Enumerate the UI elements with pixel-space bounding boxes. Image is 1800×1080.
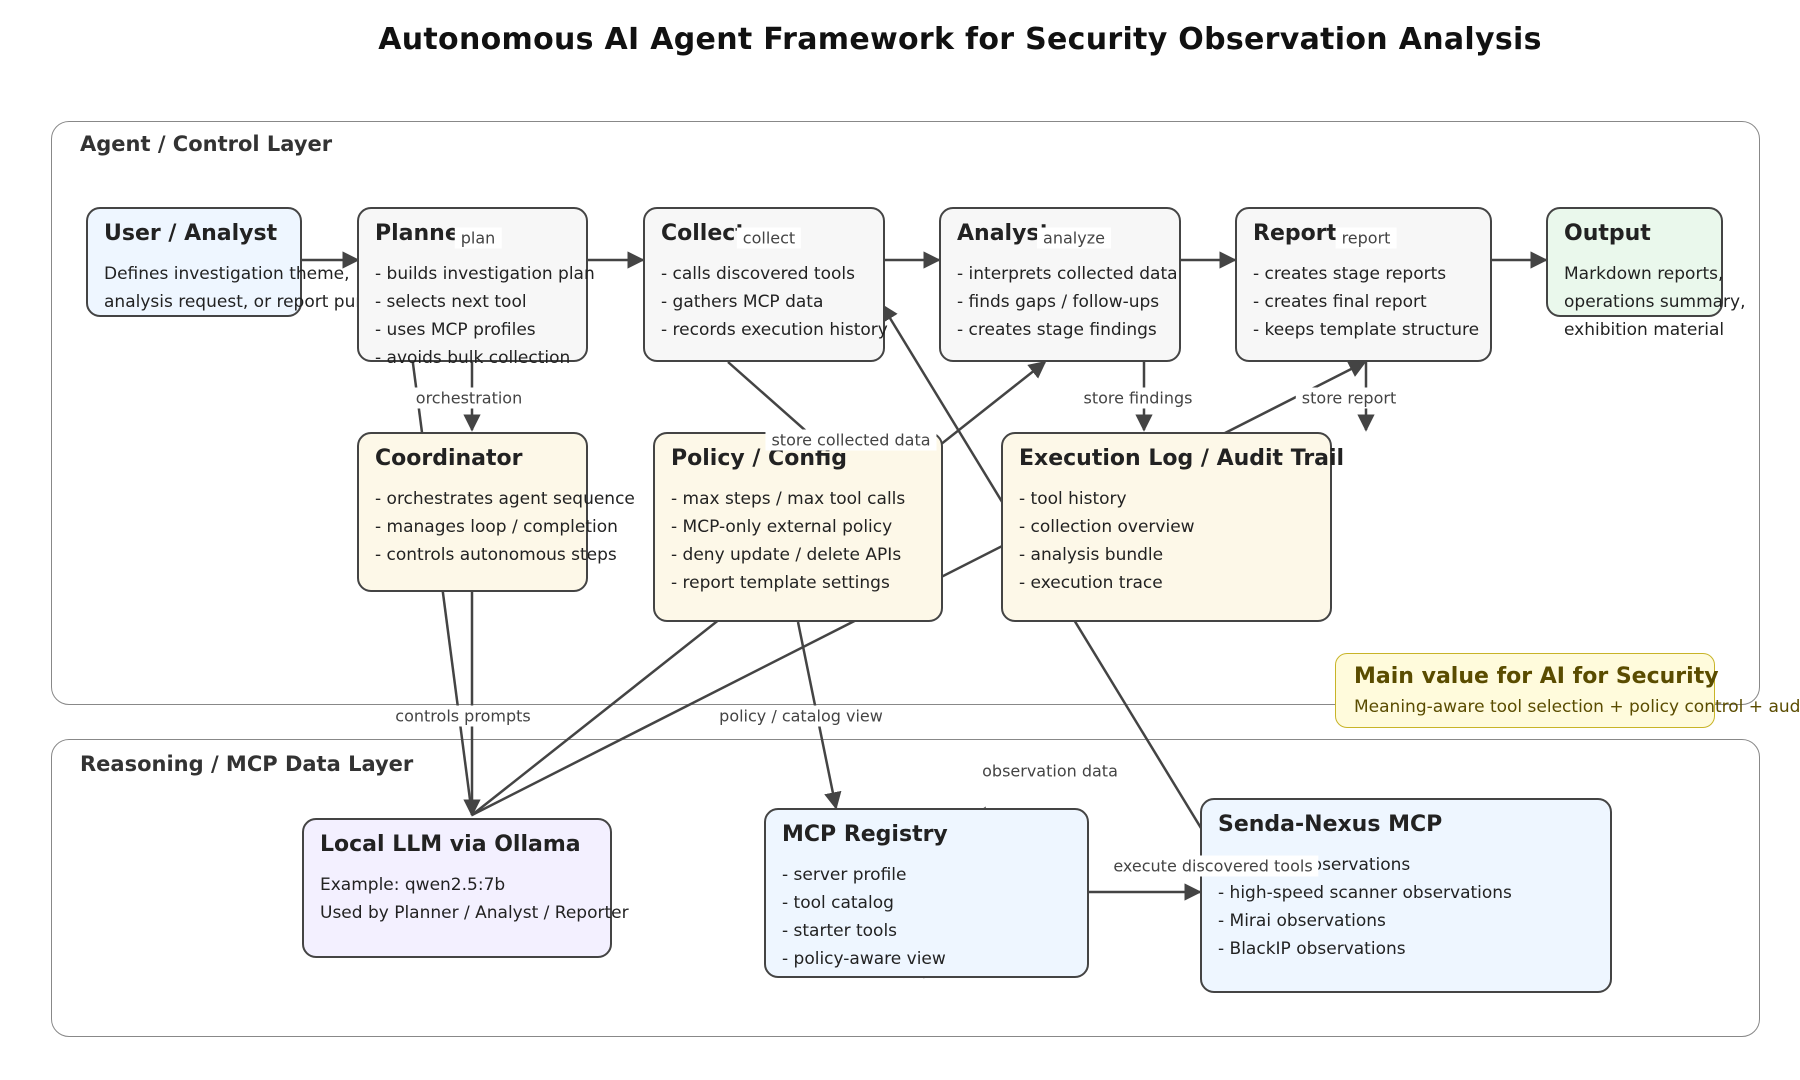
local-llm-line: Example: qwen2.5:7b (320, 875, 506, 895)
output-line: Markdown reports, (1564, 264, 1724, 284)
user-analyst-title: User / Analyst (104, 221, 278, 246)
reporter-line: - keeps template structure (1253, 320, 1480, 340)
diagram-title: Autonomous AI Agent Framework for Securi… (378, 22, 1542, 57)
output-title: Output (1564, 221, 1651, 246)
user-analyst-node: User / Analyst Defines investigation the… (86, 207, 403, 317)
senda-nexus-line: - BlackIP observations (1218, 939, 1406, 959)
analyst-node: Analyst - interprets collected data - fi… (939, 207, 1181, 362)
execution-log-title: Execution Log / Audit Trail (1019, 446, 1345, 471)
output-line: exhibition material (1564, 320, 1725, 340)
reporter-line: - creates stage reports (1253, 264, 1447, 284)
collector-line: - gathers MCP data (661, 292, 824, 312)
execution-log-line: - tool history (1019, 489, 1127, 509)
execution-log-line: - analysis bundle (1019, 545, 1164, 565)
execution-log-line: - execution trace (1019, 573, 1163, 593)
analyst-line: - creates stage findings (957, 320, 1157, 340)
edge-label-analyze: analyze (1037, 227, 1111, 249)
coordinator-line: - controls autonomous steps (375, 545, 617, 565)
edge-label-collect: collect (736, 227, 802, 249)
user-analyst-line: analysis request, or report purpose (104, 292, 403, 312)
user-analyst-line: Defines investigation theme, (104, 264, 350, 284)
collector-line: - records execution history (661, 320, 888, 340)
edge-label-store-findings: store findings (1077, 387, 1199, 409)
policy-config-line: - deny update / delete APIs (671, 545, 902, 565)
agent-control-layer-title: Agent / Control Layer (80, 132, 333, 156)
collector-line: - calls discovered tools (661, 264, 855, 284)
policy-config-line: - max steps / max tool calls (671, 489, 906, 509)
execution-log-line: - collection overview (1019, 517, 1195, 537)
senda-nexus-line: - high-speed scanner observations (1218, 883, 1512, 903)
coordinator-node: Coordinator - orchestrates agent sequenc… (357, 432, 635, 592)
senda-nexus-title: Senda-Nexus MCP (1218, 812, 1443, 837)
analyst-line: - interprets collected data (957, 264, 1178, 284)
policy-config-line: - report template settings (671, 573, 890, 593)
senda-nexus-node: Senda-Nexus MCP - darknet observations -… (1200, 798, 1612, 993)
mcp-registry-line: - tool catalog (782, 893, 894, 913)
mcp-registry-line: - policy-aware view (782, 949, 946, 969)
edge-label-controls-prompts: controls prompts (389, 705, 537, 727)
collector-node: Collector - calls discovered tools - gat… (643, 207, 888, 362)
planner-node: Planner - builds investigation plan - se… (357, 207, 595, 368)
reasoning-mcp-layer-title: Reasoning / MCP Data Layer (80, 752, 414, 776)
analyst-title: Analyst (957, 221, 1051, 246)
main-value-subtitle: Meaning-aware tool selection + policy co… (1354, 697, 1800, 717)
coordinator-title: Coordinator (375, 446, 523, 471)
edge-label-execute-tools: execute discovered tools (1107, 855, 1319, 877)
coordinator-line: - orchestrates agent sequence (375, 489, 635, 509)
local-llm-line: Used by Planner / Analyst / Reporter (320, 903, 629, 923)
execution-log-node: Execution Log / Audit Trail - tool histo… (1001, 432, 1345, 622)
analyst-line: - finds gaps / follow-ups (957, 292, 1160, 312)
reporter-line: - creates final report (1253, 292, 1427, 312)
edge-label-plan: plan (454, 227, 502, 249)
edge-label-observation-data: observation data (976, 760, 1124, 782)
edge-label-policy-catalog: policy / catalog view (713, 705, 889, 727)
edge-label-report: report (1335, 227, 1397, 249)
main-value-title: Main value for AI for Security (1354, 664, 1719, 689)
local-llm-title: Local LLM via Ollama (320, 832, 581, 857)
policy-config-node: Policy / Config - max steps / max tool c… (653, 432, 943, 622)
senda-nexus-line: - Mirai observations (1218, 911, 1386, 931)
planner-line: - builds investigation plan (375, 264, 595, 284)
output-node: Output Markdown reports, operations summ… (1546, 207, 1746, 340)
edge-label-store-report: store report (1295, 387, 1403, 409)
planner-line: - avoids bulk collection (375, 348, 571, 368)
planner-line: - selects next tool (375, 292, 527, 312)
mcp-registry-title: MCP Registry (782, 822, 948, 847)
mcp-registry-line: - server profile (782, 865, 907, 885)
policy-config-line: - MCP-only external policy (671, 517, 893, 537)
planner-title: Planner (375, 221, 471, 246)
local-llm-node: Local LLM via Ollama Example: qwen2.5:7b… (302, 818, 629, 958)
mcp-registry-node: MCP Registry - server profile - tool cat… (764, 808, 1089, 978)
edge-label-store-collected: store collected data (765, 429, 937, 451)
planner-line: - uses MCP profiles (375, 320, 536, 340)
output-line: operations summary, (1564, 292, 1746, 312)
main-value-callout: Main value for AI for Security Meaning-a… (1335, 653, 1800, 728)
coordinator-line: - manages loop / completion (375, 517, 618, 537)
edge-label-orchestration: orchestration (409, 387, 529, 409)
mcp-registry-line: - starter tools (782, 921, 898, 941)
